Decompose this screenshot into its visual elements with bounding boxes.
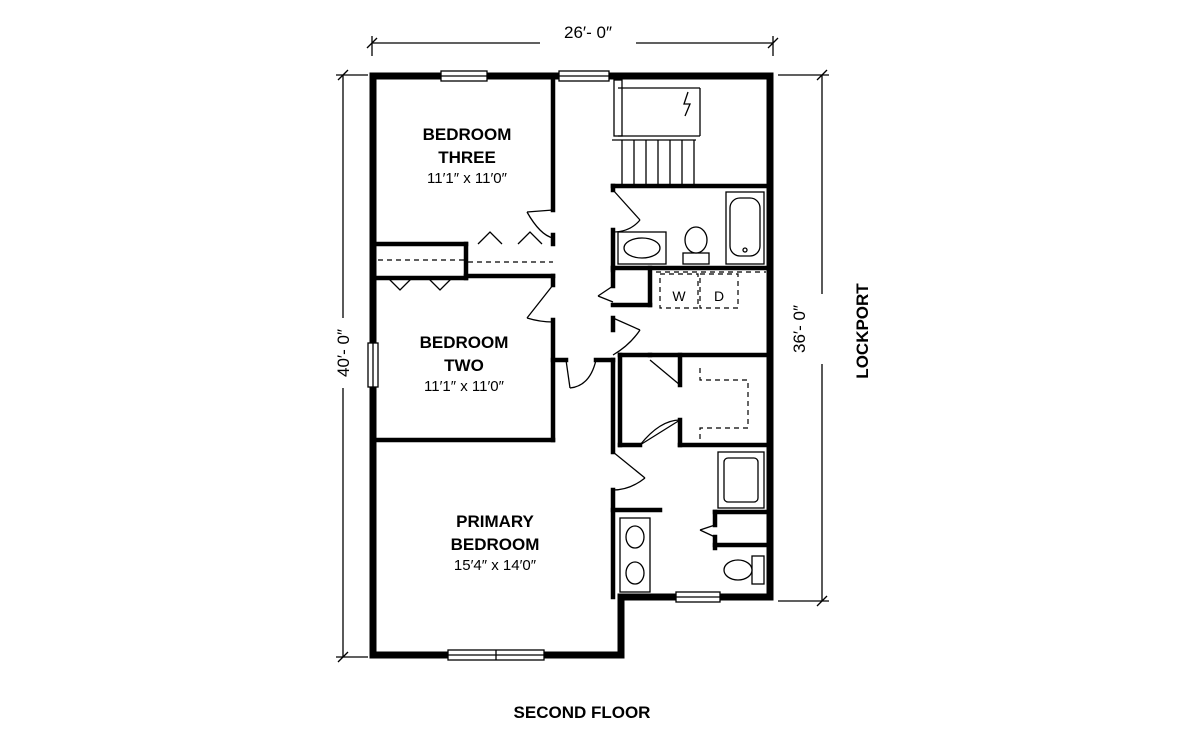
floor-label: SECOND FLOOR — [514, 703, 651, 722]
ensuite-fixtures — [619, 451, 765, 593]
laundry: W D — [656, 271, 766, 309]
dryer-label: D — [714, 288, 724, 304]
room-bedroom-two: BEDROOM TWO 11′1″ x 11′0″ — [420, 333, 509, 395]
bathroom-fixtures — [617, 191, 765, 265]
room-size: 11′1″ x 11′0″ — [424, 378, 505, 395]
room-name: TWO — [444, 356, 484, 375]
closets — [378, 231, 749, 440]
staircase — [612, 79, 701, 184]
washer-label: W — [672, 288, 686, 304]
height-dimension-right: 36′- 0″ — [790, 305, 809, 353]
exterior-wall — [369, 72, 774, 659]
doors — [526, 189, 716, 538]
room-bedroom-three: BEDROOM THREE 11′1″ x 11′0″ — [423, 125, 512, 187]
interior-walls — [373, 76, 770, 600]
room-primary-bedroom: PRIMARY BEDROOM 15′4″ x 14′0″ — [451, 512, 540, 574]
room-name: BEDROOM — [451, 535, 540, 554]
room-name: BEDROOM — [423, 125, 512, 144]
room-name: THREE — [438, 148, 496, 167]
room-name: PRIMARY — [456, 512, 534, 531]
width-dimension: 26′- 0″ — [564, 23, 612, 42]
model-name: LOCKPORT — [853, 283, 872, 379]
height-dimension-left: 40′- 0″ — [334, 329, 353, 377]
room-size: 15′4″ x 14′0″ — [454, 557, 537, 574]
room-size: 11′1″ x 11′0″ — [427, 170, 508, 187]
windows — [367, 70, 721, 661]
room-name: BEDROOM — [420, 333, 509, 352]
